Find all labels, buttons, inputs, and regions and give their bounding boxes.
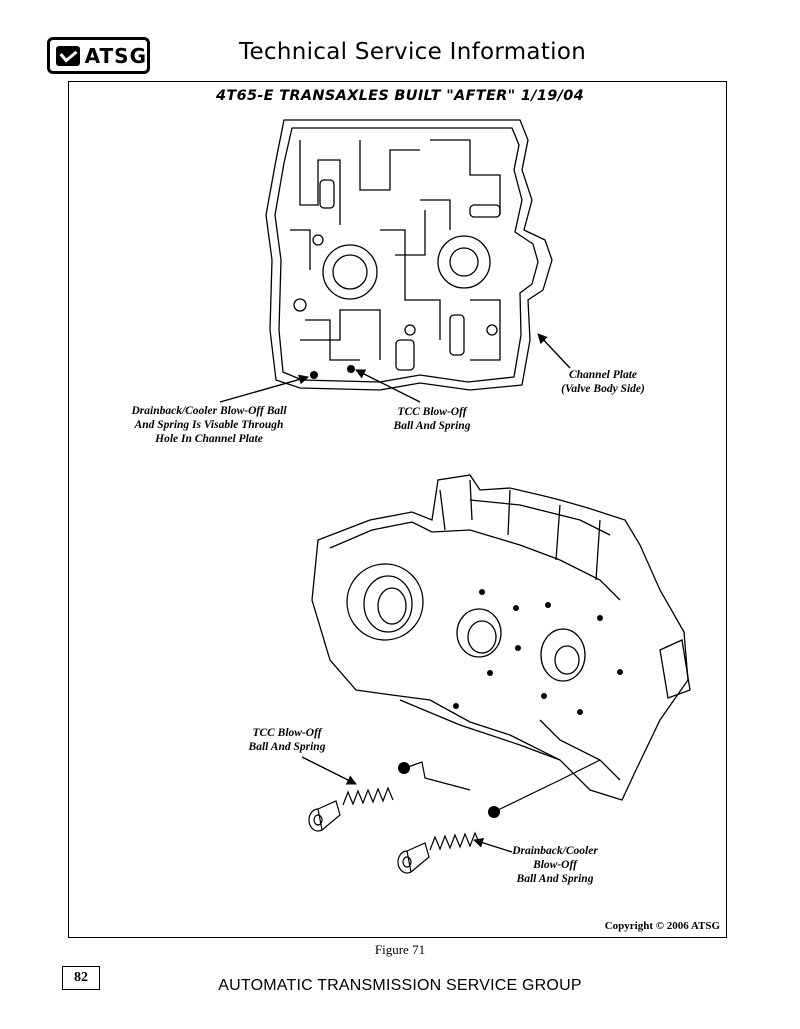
logo-text: ATSG	[84, 43, 147, 68]
page-header-title: Technical Service Information	[239, 39, 587, 65]
tcc-spring-assembly	[308, 761, 471, 832]
drainback-blowoff-label-lower: Drainback/Cooler Blow-Off Ball And Sprin…	[512, 845, 598, 885]
channel-plate-label: Channel Plate (Valve Body Side)	[561, 369, 645, 395]
figure-caption: Figure 71	[374, 942, 426, 957]
transaxle-case-drawing	[311, 474, 691, 801]
tcc-check-ball	[398, 762, 410, 774]
drainback-check-ball	[488, 806, 500, 818]
atsg-logo: ATSG	[47, 37, 150, 74]
drainback-visible-label: Drainback/Cooler Blow-Off Ball And Sprin…	[131, 405, 287, 445]
callout-leaders	[219, 333, 571, 853]
footer-title: AUTOMATIC TRANSMISSION SERVICE GROUP	[218, 977, 582, 994]
figure-title: 4T65-E TRANSAXLES BUILT "AFTER" 1/19/04	[215, 88, 584, 104]
case-bolt-holes	[453, 589, 623, 715]
drainback-spring-assembly	[397, 759, 601, 874]
figure-frame	[68, 81, 727, 938]
page-number: 82	[62, 966, 100, 990]
copyright-notice: Copyright © 2006 ATSG	[604, 920, 720, 932]
tcc-blowoff-label-upper: TCC Blow-Off Ball And Spring	[393, 406, 471, 432]
tcc-blowoff-label-lower: TCC Blow-Off Ball And Spring	[248, 727, 326, 753]
channel-plate-drawing	[265, 119, 553, 391]
check-mark-icon	[56, 45, 80, 66]
